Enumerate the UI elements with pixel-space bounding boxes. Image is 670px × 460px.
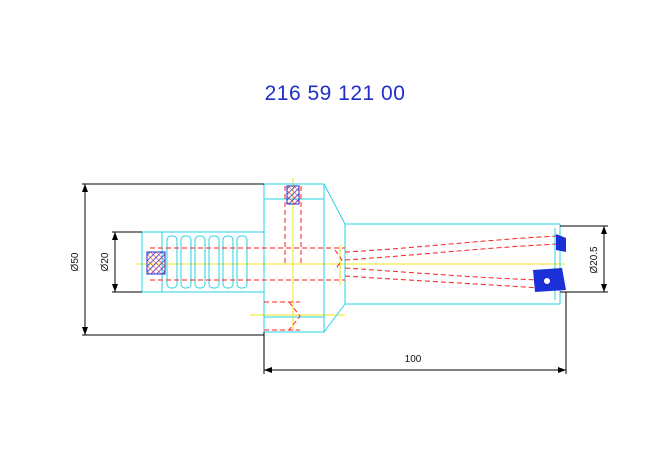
tool-outline — [141, 183, 561, 333]
centerlines — [135, 178, 565, 330]
dim-length: 100 — [405, 354, 422, 365]
hidden-lines — [150, 186, 559, 331]
dim-overall-diameter: Ø50 — [70, 252, 81, 271]
cutting-inserts — [533, 234, 566, 292]
dimension-arrows — [82, 184, 607, 373]
dim-shank-diameter: Ø20 — [100, 252, 111, 271]
shank-grooves — [166, 235, 248, 289]
set-screws — [146, 185, 300, 275]
part-number-title: 216 59 121 00 — [264, 82, 406, 105]
dim-bore-diameter: Ø20.5 — [589, 246, 600, 274]
dimension-lines — [82, 183, 608, 374]
